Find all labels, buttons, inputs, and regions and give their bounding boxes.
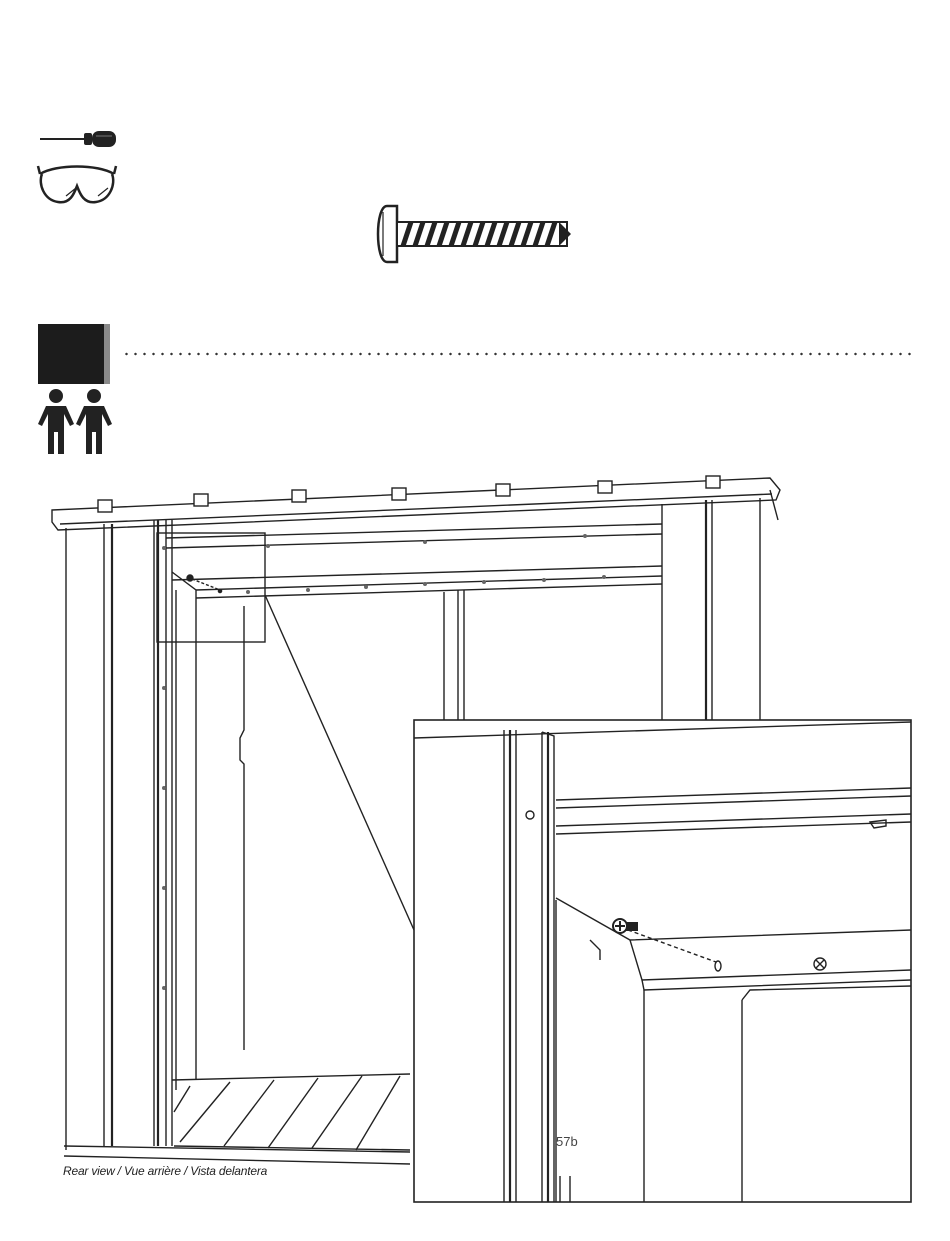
step-box-shadow (104, 324, 110, 384)
step-divider-dots (122, 352, 914, 356)
two-people-icon (38, 388, 112, 456)
pan-head-screw-icon (373, 202, 575, 266)
screwdriver-icon (38, 128, 118, 150)
safety-glasses-icon (36, 160, 118, 206)
part-label: 57b (556, 1134, 578, 1149)
view-caption: Rear view / Vue arrière / Vista delanter… (63, 1164, 267, 1178)
shed-illustration: 57b (0, 470, 950, 1241)
step-number-box (38, 324, 104, 384)
